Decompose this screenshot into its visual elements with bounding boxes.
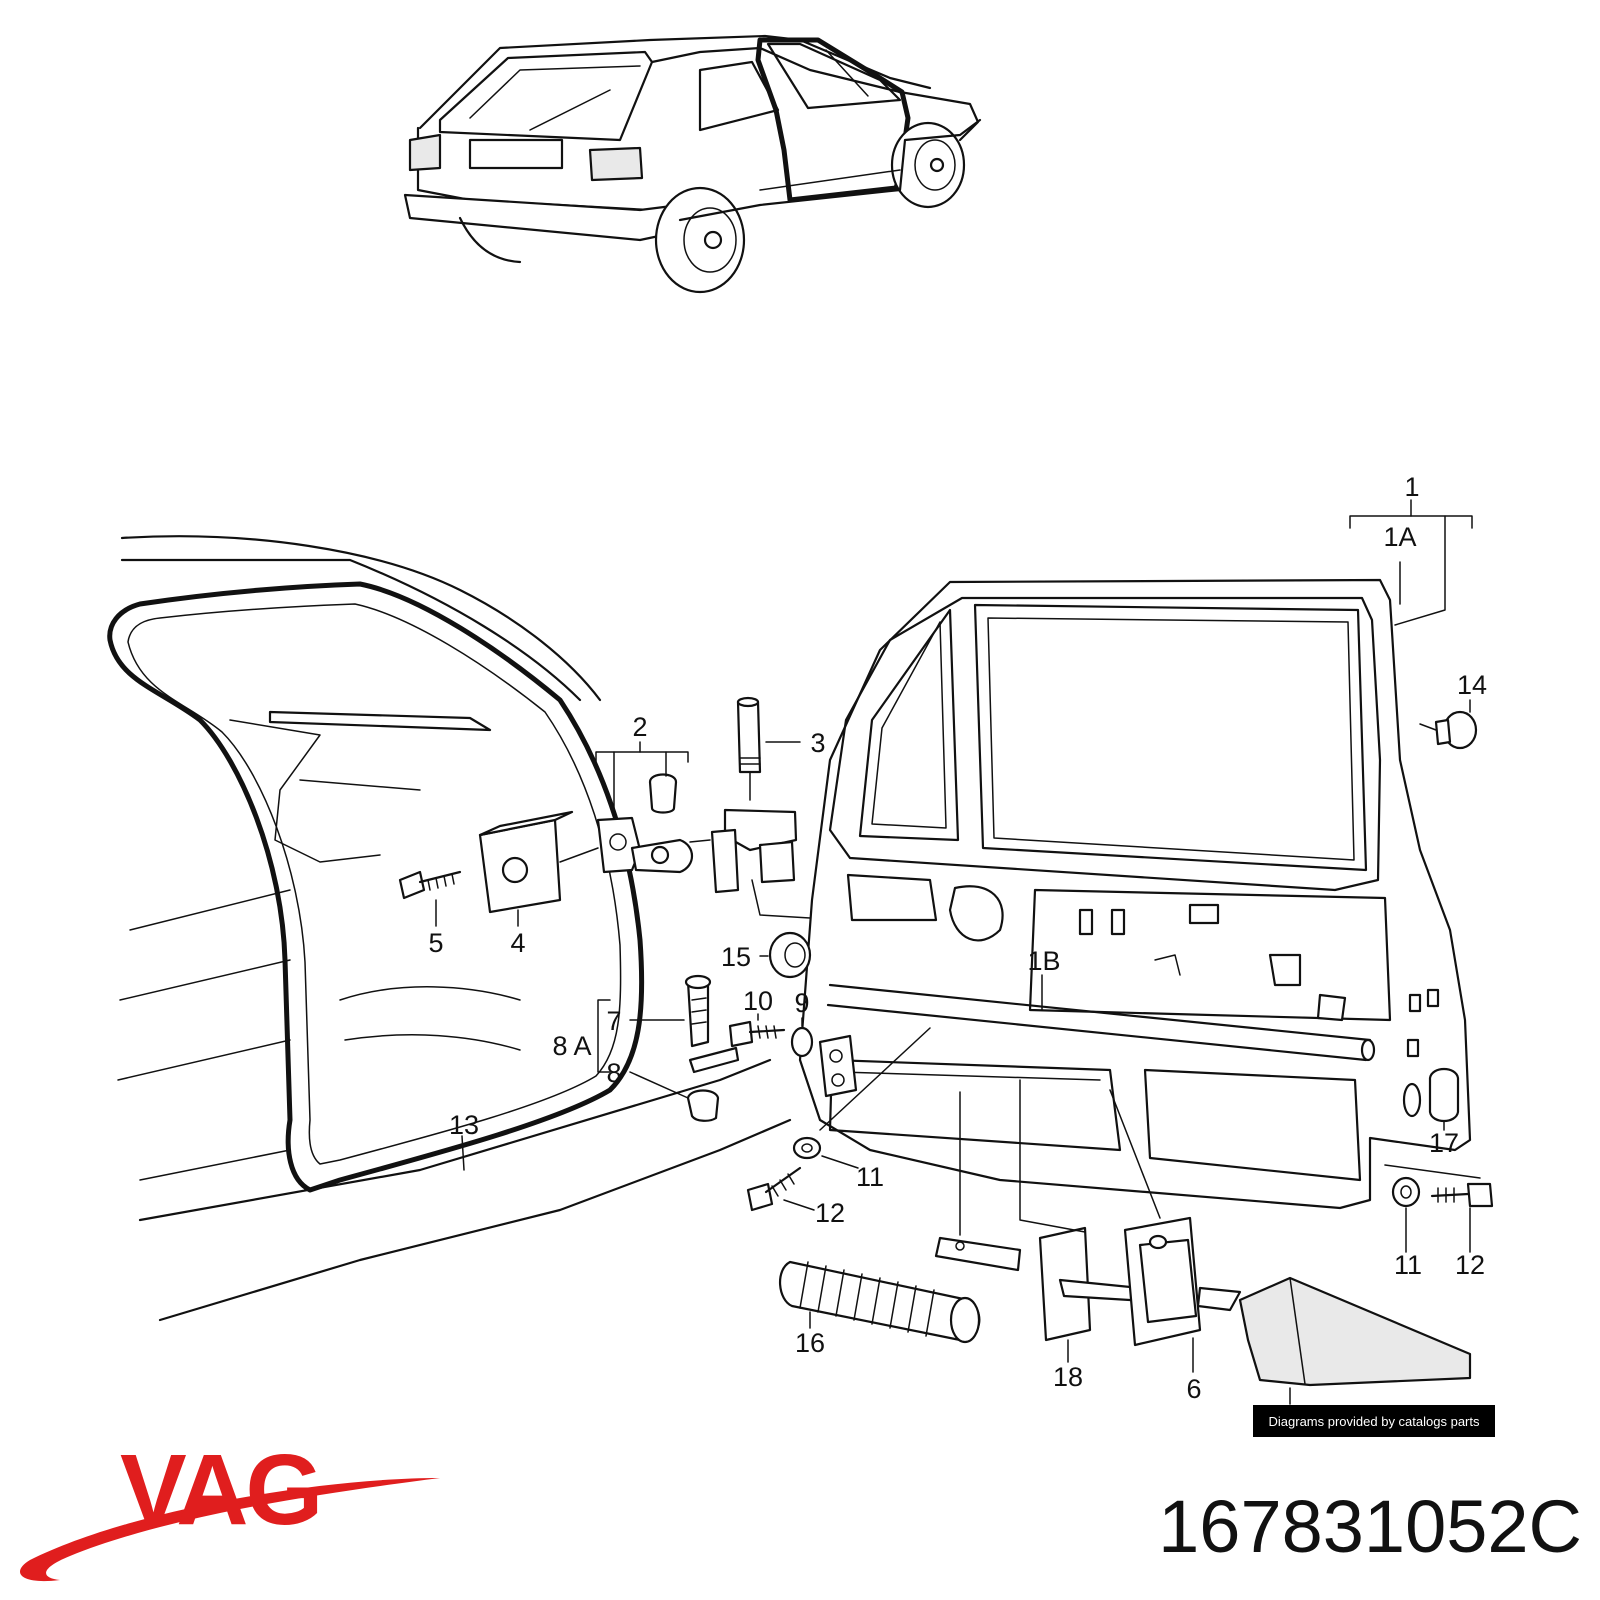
hinge-assembly [398, 696, 931, 1212]
bellows-boot [779, 1260, 981, 1344]
callout-13: 13 [449, 1110, 479, 1140]
callout-labels: 1 1A 1B 2 3 4 5 6 7 8 8 A 9 10 11 11 12 … [428, 472, 1487, 1404]
brand-logo: VAG [120, 1434, 323, 1546]
callout-6: 6 [1186, 1374, 1201, 1404]
body-door-opening [107, 535, 792, 1322]
callout-8a: 8 A [552, 1031, 591, 1061]
callout-1b: 1B [1027, 946, 1060, 976]
callout-9: 9 [794, 988, 809, 1018]
callout-1a: 1A [1383, 522, 1416, 552]
door-shell [798, 578, 1481, 1210]
callout-12-left: 12 [815, 1198, 845, 1228]
callout-16: 16 [795, 1328, 825, 1358]
callout-4: 4 [510, 928, 525, 958]
diagram-credit: Diagrams provided by catalogs parts [1253, 1405, 1495, 1437]
callout-18: 18 [1053, 1362, 1083, 1392]
car-overview-illustration [403, 34, 982, 294]
callout-8: 8 [606, 1058, 621, 1088]
callout-2: 2 [632, 712, 647, 742]
part-number: 167831052C [1158, 1485, 1582, 1568]
callout-1: 1 [1404, 472, 1419, 502]
callout-12-right: 12 [1455, 1250, 1485, 1280]
callout-15: 15 [721, 942, 751, 972]
callout-3: 3 [810, 728, 825, 758]
rear-small-parts [1391, 710, 1494, 1208]
callout-5: 5 [428, 928, 443, 958]
callout-11-right: 11 [1394, 1250, 1422, 1280]
callout-17: 17 [1429, 1128, 1459, 1158]
callout-11-left: 11 [856, 1162, 884, 1192]
callout-14: 14 [1457, 670, 1487, 700]
door-check-parts [779, 1079, 1472, 1387]
callout-leaders [435, 499, 1473, 1405]
callout-10: 10 [743, 986, 773, 1016]
callout-7: 7 [606, 1006, 621, 1036]
